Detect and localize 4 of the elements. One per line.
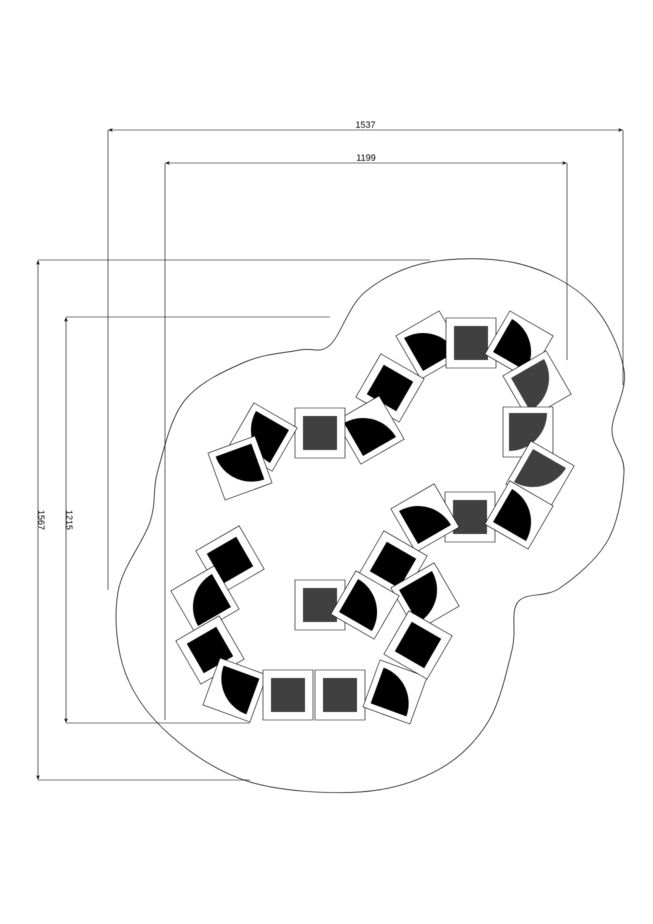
- dimension-label: 1537: [356, 121, 376, 128]
- dimension-label: 1199: [357, 154, 376, 161]
- dimension-label: 1215: [66, 510, 73, 530]
- dimension-label: 1567: [38, 510, 45, 530]
